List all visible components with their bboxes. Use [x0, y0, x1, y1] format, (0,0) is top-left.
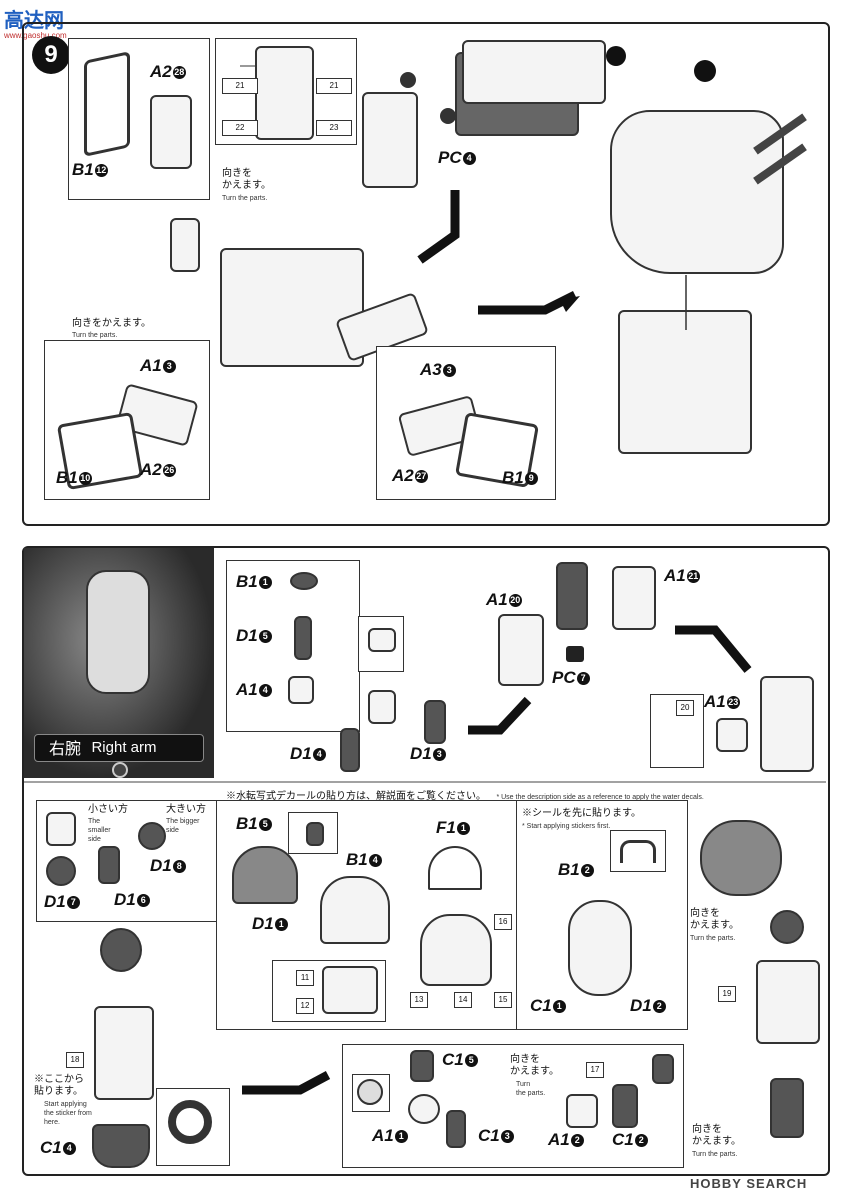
part-small-plate	[716, 718, 748, 752]
forearm-assembled	[760, 676, 814, 772]
part-d1-4	[340, 728, 360, 772]
ring-detail	[168, 1100, 212, 1144]
part-a1-20	[498, 614, 544, 686]
sticker-19: 19	[718, 986, 736, 1002]
joint-assembled	[100, 928, 142, 972]
small-peg	[306, 822, 324, 846]
photo-indicator-icon	[112, 762, 128, 778]
sticker-15: 15	[494, 992, 512, 1008]
sticker-11: 11	[296, 970, 314, 986]
part-c1-2	[612, 1084, 638, 1128]
part-d1-6	[98, 846, 120, 884]
sticker-first-en: * Start applying stickers first.	[522, 822, 610, 831]
down-arrow-icon	[420, 190, 455, 260]
turn-note-last-jp: 向きを かえます。	[692, 1124, 741, 1148]
part-small-cup	[368, 628, 396, 652]
size-small-jp: 小さい方	[88, 804, 128, 816]
label-b1-2: B12	[558, 860, 594, 880]
photo-title-jp: 右腕	[49, 741, 81, 758]
label-a1-1: A11	[372, 1126, 408, 1146]
part-joint-small	[46, 812, 76, 846]
upper-arm-right	[756, 960, 820, 1044]
part-forearm-joint	[556, 562, 588, 630]
sticker-17: 17	[586, 1062, 604, 1078]
part-d1-8	[138, 822, 166, 850]
turn-note-3-jp: 向きを かえます。	[690, 908, 739, 932]
part-a1-2	[566, 1094, 598, 1128]
photo-title-bar: 右腕 Right arm	[34, 734, 204, 762]
photo-title-en: Right arm	[91, 739, 156, 756]
part-d1-7	[46, 856, 76, 886]
elbow-cap-right	[700, 820, 782, 896]
part-d1-3	[424, 700, 446, 744]
cap-shell-right	[320, 876, 390, 944]
cap-shell-left	[232, 846, 298, 904]
bracket-part	[620, 840, 656, 863]
watermark-text: HOBBY SEARCH	[690, 1176, 807, 1191]
joint-right	[770, 910, 804, 944]
label-a1-23: A123	[704, 692, 740, 712]
part-a1-1	[408, 1094, 440, 1124]
arm-photo-shape	[86, 570, 150, 694]
part-c1-3	[446, 1110, 466, 1148]
sticker-12: 12	[296, 998, 314, 1014]
pc-7-cap	[566, 646, 584, 662]
label-b1-1: B11	[236, 572, 272, 592]
turn-note-last-en: Turn the parts.	[692, 1150, 737, 1159]
upper-arm-assembled	[94, 1006, 154, 1100]
start-here-en: Start applying the sticker from here.	[44, 1100, 92, 1127]
part-a1-21	[612, 566, 656, 630]
sticker-16: 16	[494, 914, 512, 930]
part-hand-small	[652, 1054, 674, 1084]
start-here-jp: ※ここから 貼ります。	[34, 1074, 84, 1098]
turn-note-3-en: Turn the parts.	[690, 934, 735, 943]
size-small-en: The smaller side	[88, 817, 124, 844]
label-a1-2: A12	[548, 1130, 584, 1150]
part-c1-4	[92, 1124, 150, 1168]
turn-note-small-jp: 向きを かえます。	[510, 1054, 559, 1078]
label-d1-5: D15	[236, 626, 272, 646]
label-c1-3: C13	[478, 1126, 514, 1146]
label-d1-1: D11	[252, 914, 288, 934]
sticker-13: 13	[410, 992, 428, 1008]
size-big-jp: 大きい方	[166, 804, 206, 816]
part-d1-5	[294, 616, 312, 660]
sticker-18: 18	[66, 1052, 84, 1068]
part-c1-5	[410, 1050, 434, 1082]
cap-front-view	[568, 900, 632, 996]
hand-part	[770, 1078, 804, 1138]
turn-note-small-en: Turn the parts.	[516, 1080, 545, 1098]
right-arrow-icon	[478, 295, 575, 310]
sticker-preview-cap	[322, 966, 378, 1014]
size-big-en: The bigger side	[166, 817, 206, 835]
sticker-14: 14	[454, 992, 472, 1008]
elbow-circle-detail	[352, 1074, 390, 1112]
part-elbow-cup	[368, 690, 396, 724]
watermark: HOBBY SEARCH	[690, 1176, 807, 1191]
sticker-20: 20	[676, 700, 694, 716]
sticker-first-jp: ※シールを先に貼ります。	[522, 808, 641, 820]
cap-assembled	[420, 914, 492, 986]
part-a1-4	[288, 676, 314, 704]
part-b1-1	[290, 572, 318, 590]
